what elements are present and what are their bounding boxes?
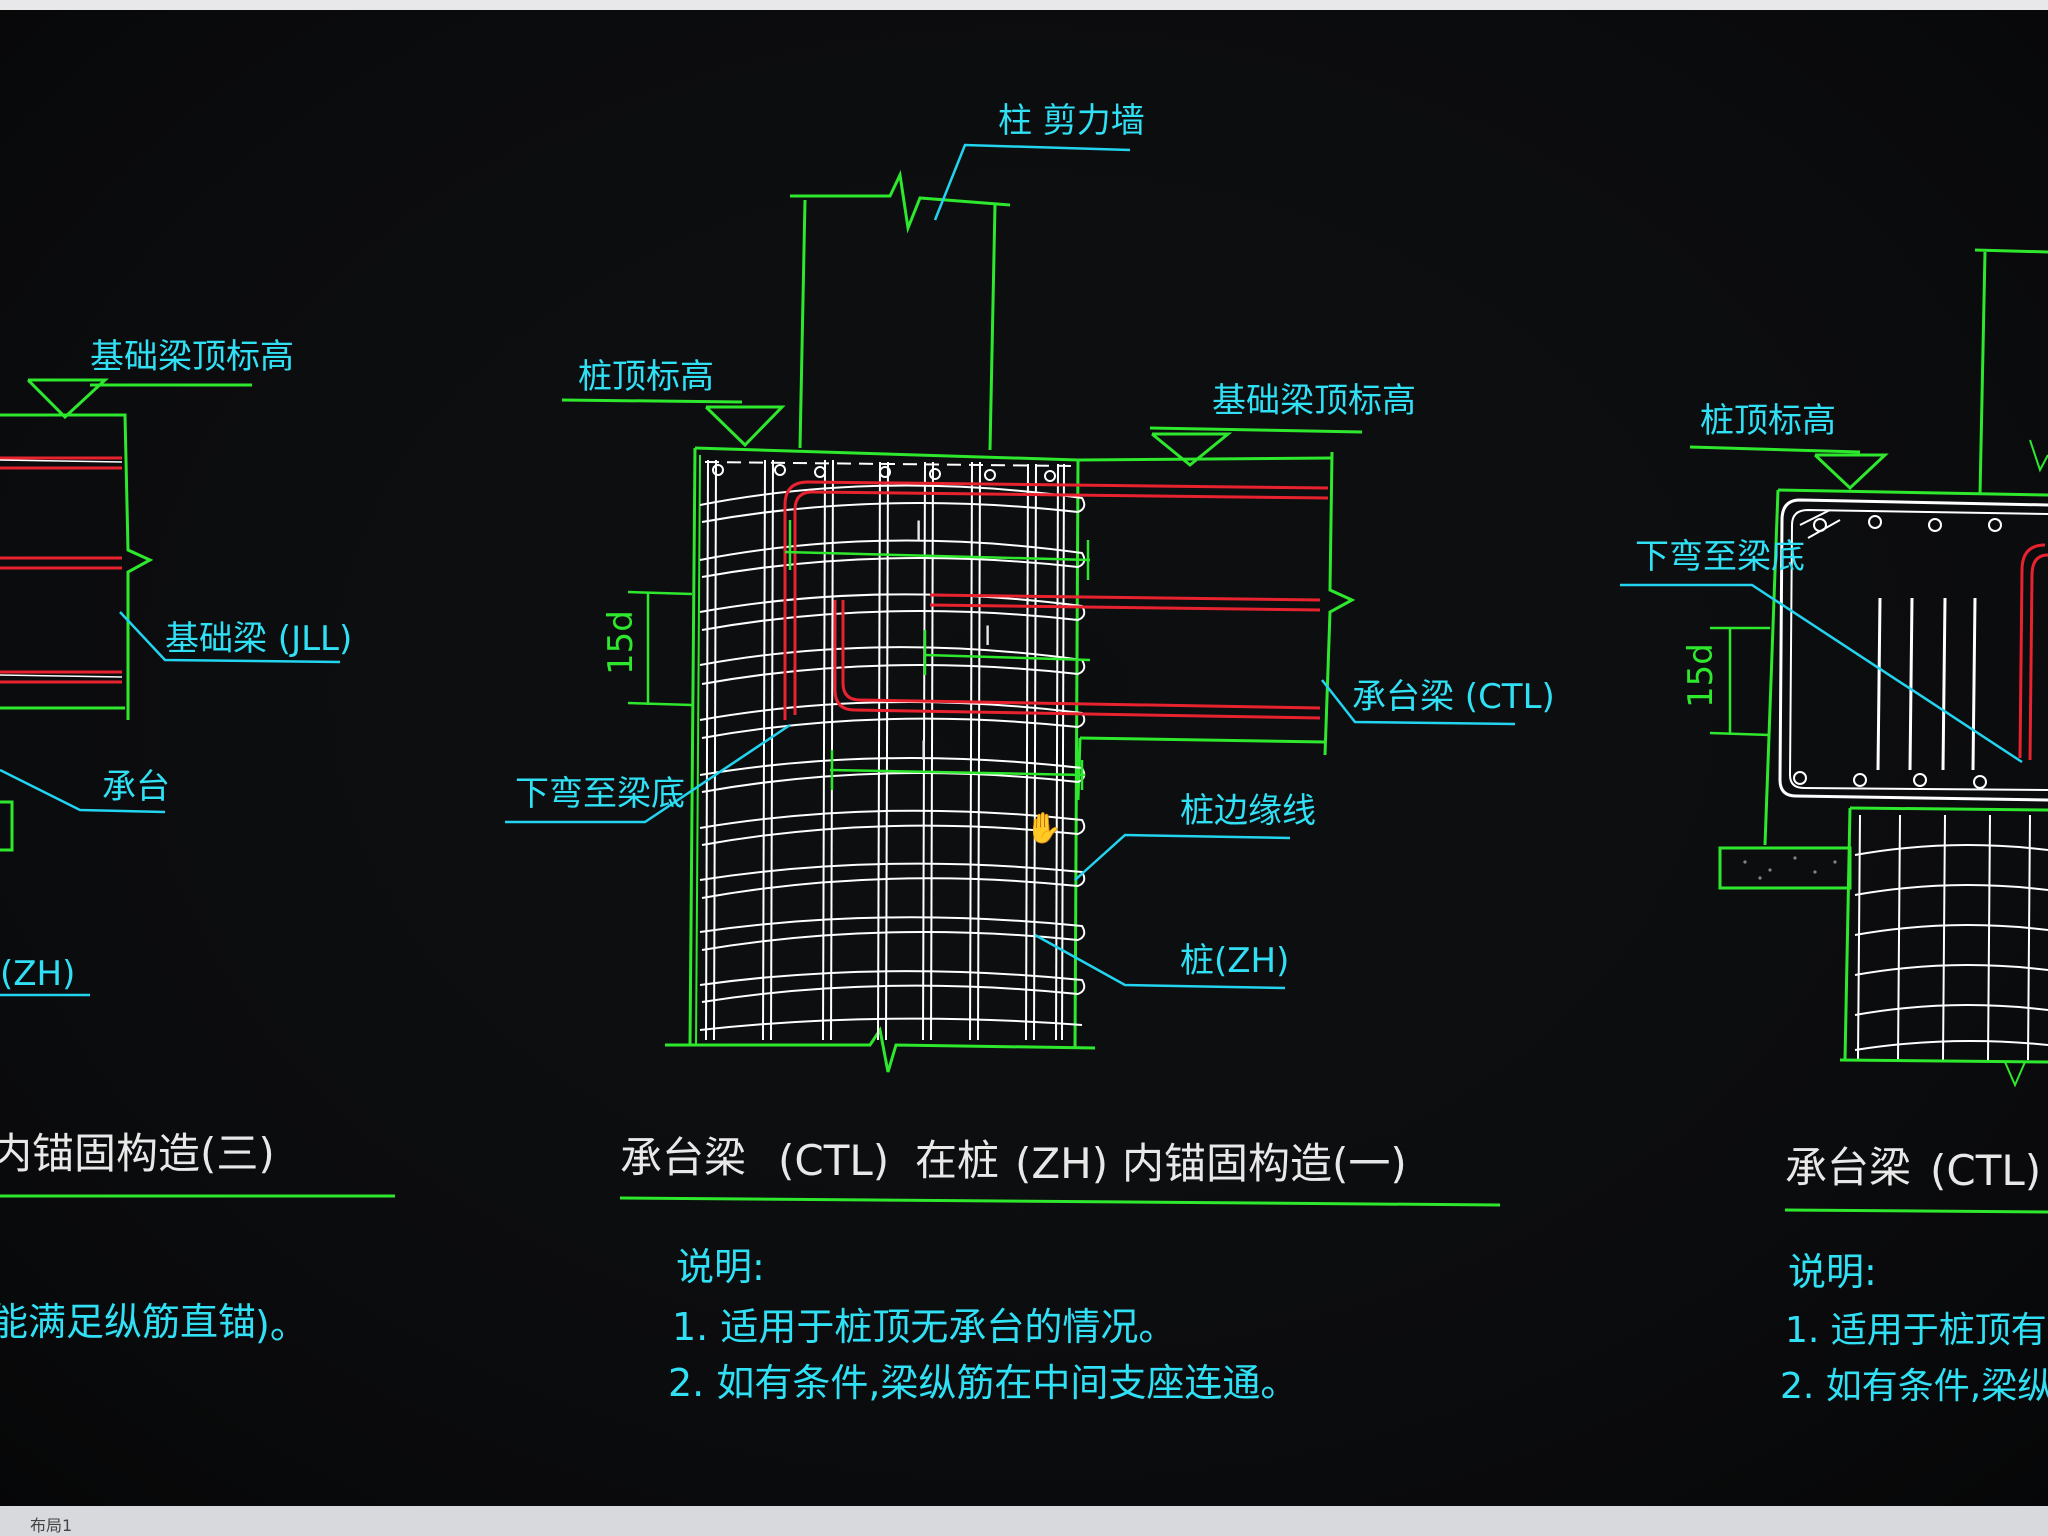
center-title-part-2: (CTL) <box>778 1136 889 1185</box>
center-title-part-4: (ZH) <box>1015 1139 1108 1188</box>
left-foundation-beam-label: 基础梁 (JLL) <box>165 619 352 659</box>
left-beam-top-elevation-label: 基础梁顶标高 <box>90 337 294 377</box>
center-notes-heading: 说明: <box>676 1245 765 1289</box>
right-dim-15d-label: 15d <box>1681 643 1721 708</box>
center-title-part-1: 承台梁 <box>620 1133 746 1182</box>
cap-beam-label: 承台梁 (CTL) <box>1352 677 1555 717</box>
right-title-part-1: 承台梁 <box>1785 1143 1911 1192</box>
hand-cursor-icon: ✋ <box>1025 810 1062 846</box>
monitor-top-edge <box>0 0 2048 10</box>
left-note-fragment: 能满足纵筋直锚 <box>0 1300 256 1344</box>
column-outline <box>790 169 1011 451</box>
dim-la-bottom: l <box>920 737 927 767</box>
pile-top-elevation-symbol <box>561 398 786 448</box>
dim-15d-lines <box>627 590 693 707</box>
right-title-part-2: (CTL) <box>1930 1146 2041 1195</box>
center-title-part-5: 内锚固构造(一) <box>1122 1139 1407 1188</box>
left-pile-cap-label: 承台 <box>102 767 170 807</box>
dim-la-mid: l <box>984 622 991 652</box>
right-bend-to-beam-bottom-label: 下弯至梁底 <box>1635 537 1805 577</box>
layout-tab-bar <box>0 1506 2048 1536</box>
left-detail-drawing: 基础梁顶标高 基础梁 (JLL) 承台 (ZH) 内锚固构造(三) 能满足纵筋直… <box>0 337 395 1347</box>
beam-top-elevation-symbol <box>1149 426 1363 467</box>
elevation-symbol <box>26 378 252 420</box>
cap-beam-outline <box>1076 451 1356 801</box>
anchorage-dimensions <box>784 520 1091 790</box>
left-detail-title: 内锚固构造(三) <box>0 1129 275 1178</box>
beam-longitudinal-rebar <box>783 480 1329 720</box>
dim-la-top: l <box>915 517 922 547</box>
center-note-2: 2. 如有条件,梁纵筋在中间支座连通。 <box>668 1361 1298 1405</box>
right-pile-top-elevation-label: 桩顶标高 <box>1700 401 1836 441</box>
layout-tab[interactable]: 布局1 <box>30 1516 73 1535</box>
center-note-1: 1. 适用于桩顶无承台的情况。 <box>672 1305 1176 1349</box>
right-notes-heading: 说明: <box>1788 1250 1877 1294</box>
right-note-2: 2. 如有条件,梁纵筋在中间 <box>1780 1366 2048 1407</box>
left-pile-label: (ZH) <box>0 954 75 994</box>
pile-label: 桩(ZH) <box>1180 941 1289 981</box>
right-cap-rebar-dots <box>1793 515 2002 789</box>
shear-wall-label: 柱 剪力墙 <box>998 101 1145 141</box>
dim-15d-label: 15d <box>601 610 641 675</box>
right-note-1: 1. 适用于桩顶有承台的情 <box>1785 1310 2048 1351</box>
center-title-part-3: 在桩 <box>915 1136 999 1185</box>
bend-to-beam-bottom-label: 下弯至梁底 <box>515 774 685 814</box>
right-detail-drawing: 桩顶标高 下弯至梁底 15d <box>1620 248 2048 1407</box>
pile-outline <box>665 446 1096 1073</box>
beam-top-elevation-label: 基础梁顶标高 <box>1212 381 1416 421</box>
pile-edge-line-label: 桩边缘线 <box>1180 791 1316 831</box>
top-rebar-dots <box>712 464 1056 482</box>
center-detail-drawing: 柱 剪力墙 桩顶标高 基础梁顶标高 <box>505 101 1555 1405</box>
pile-top-elevation-label: 桩顶标高 <box>578 357 714 397</box>
left-note-end: )。 <box>255 1303 308 1347</box>
spiral-hoops <box>699 484 1086 1031</box>
